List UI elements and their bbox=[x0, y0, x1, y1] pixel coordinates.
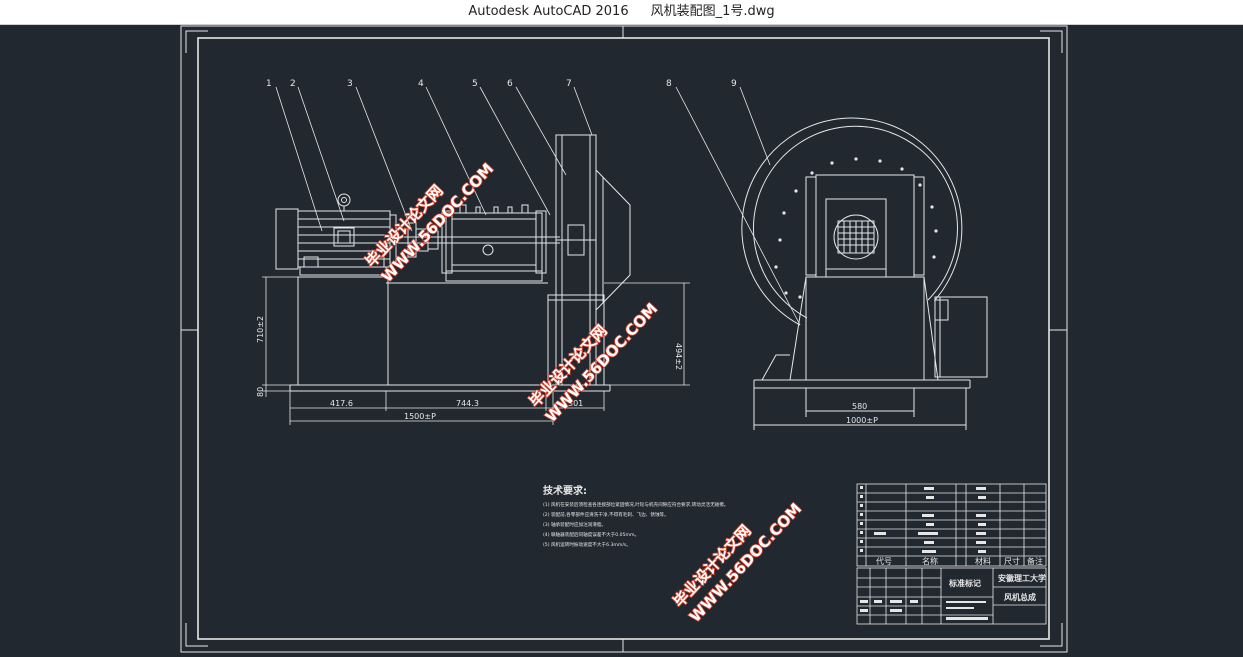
notes-line-4: (4) 联轴器装配后同轴度误差不大于0.05mm。 bbox=[543, 531, 639, 538]
fan-outlet bbox=[934, 296, 988, 378]
drawing-svg: 710±2 80 417.6 744.3 301 1500±P 494±2 bbox=[180, 25, 1068, 653]
app-name: Autodesk AutoCAD 2016 bbox=[468, 4, 629, 19]
notes-line-1: (1) 风机在安装后须检查各连接部位紧固情况,叶轮与机壳间隙应符合要求,转动灵活… bbox=[543, 501, 728, 508]
notes-heading: 技术要求: bbox=[543, 484, 587, 497]
bearing-housing bbox=[445, 212, 543, 272]
side-view bbox=[275, 134, 631, 392]
part-number-6: 6 bbox=[507, 79, 513, 89]
title-school: 安徽理工大学 bbox=[998, 573, 1046, 583]
motor-base bbox=[297, 276, 389, 386]
part-leaders bbox=[275, 86, 801, 326]
window-title-bar: Autodesk AutoCAD 2016 风机装配图_1号.dwg bbox=[0, 0, 1243, 25]
part-number-9: 9 bbox=[731, 79, 737, 89]
dim-base-left: 80 bbox=[256, 387, 265, 397]
sheet-outer-border bbox=[180, 25, 1068, 653]
technical-notes: 技术要求: (1) 风机在安装后须检查各连接部位紧固情况,叶轮与机壳间隙应符合要… bbox=[543, 484, 728, 548]
volute-casing bbox=[741, 117, 963, 326]
notes-line-2: (2) 装配前,各零部件应清洗干净,不得有毛刺、飞边、锈蚀等。 bbox=[543, 511, 669, 518]
parts-list bbox=[856, 483, 1047, 567]
col-size: 尺寸 bbox=[1004, 556, 1020, 566]
dim-height-left: 710±2 bbox=[256, 316, 265, 343]
part-number-2: 2 bbox=[290, 79, 296, 89]
title-block bbox=[856, 567, 1047, 625]
col-code: 代号 bbox=[876, 556, 892, 566]
col-material: 材料 bbox=[975, 556, 991, 566]
part-number-3: 3 bbox=[347, 79, 353, 89]
part-number-7: 7 bbox=[566, 79, 572, 89]
file-name: 风机装配图_1号.dwg bbox=[650, 4, 775, 19]
part-number-8: 8 bbox=[666, 79, 672, 89]
notes-line-3: (3) 轴承装配时应加注润滑脂。 bbox=[543, 521, 606, 528]
motor-end-cap bbox=[275, 208, 299, 270]
front-pedestal bbox=[789, 276, 939, 381]
part-number-4: 4 bbox=[418, 79, 424, 89]
part-number-5: 5 bbox=[472, 79, 478, 89]
dim-total-right: 1000±P bbox=[846, 416, 878, 425]
title-marking: 标准标记 bbox=[948, 578, 981, 588]
front-view bbox=[741, 117, 988, 430]
dim-total-left: 1500±P bbox=[404, 412, 436, 421]
notes-line-5: (5) 风机运转时振动速度不大于6.3mm/s。 bbox=[543, 541, 631, 548]
dim-seg-2: 744.3 bbox=[456, 399, 479, 408]
dim-seg-3: 301 bbox=[568, 399, 583, 408]
col-name: 名称 bbox=[922, 556, 938, 566]
dim-height-right: 494±2 bbox=[674, 343, 683, 370]
drawing-canvas[interactable]: 710±2 80 417.6 744.3 301 1500±P 494±2 bbox=[0, 25, 1243, 653]
col-remark: 备注 bbox=[1027, 556, 1043, 566]
dim-seg-1: 417.6 bbox=[330, 399, 353, 408]
dim-base-width: 580 bbox=[852, 402, 867, 411]
title-drawing-name: 风机总成 bbox=[1004, 592, 1036, 602]
part-number-1: 1 bbox=[266, 79, 272, 89]
